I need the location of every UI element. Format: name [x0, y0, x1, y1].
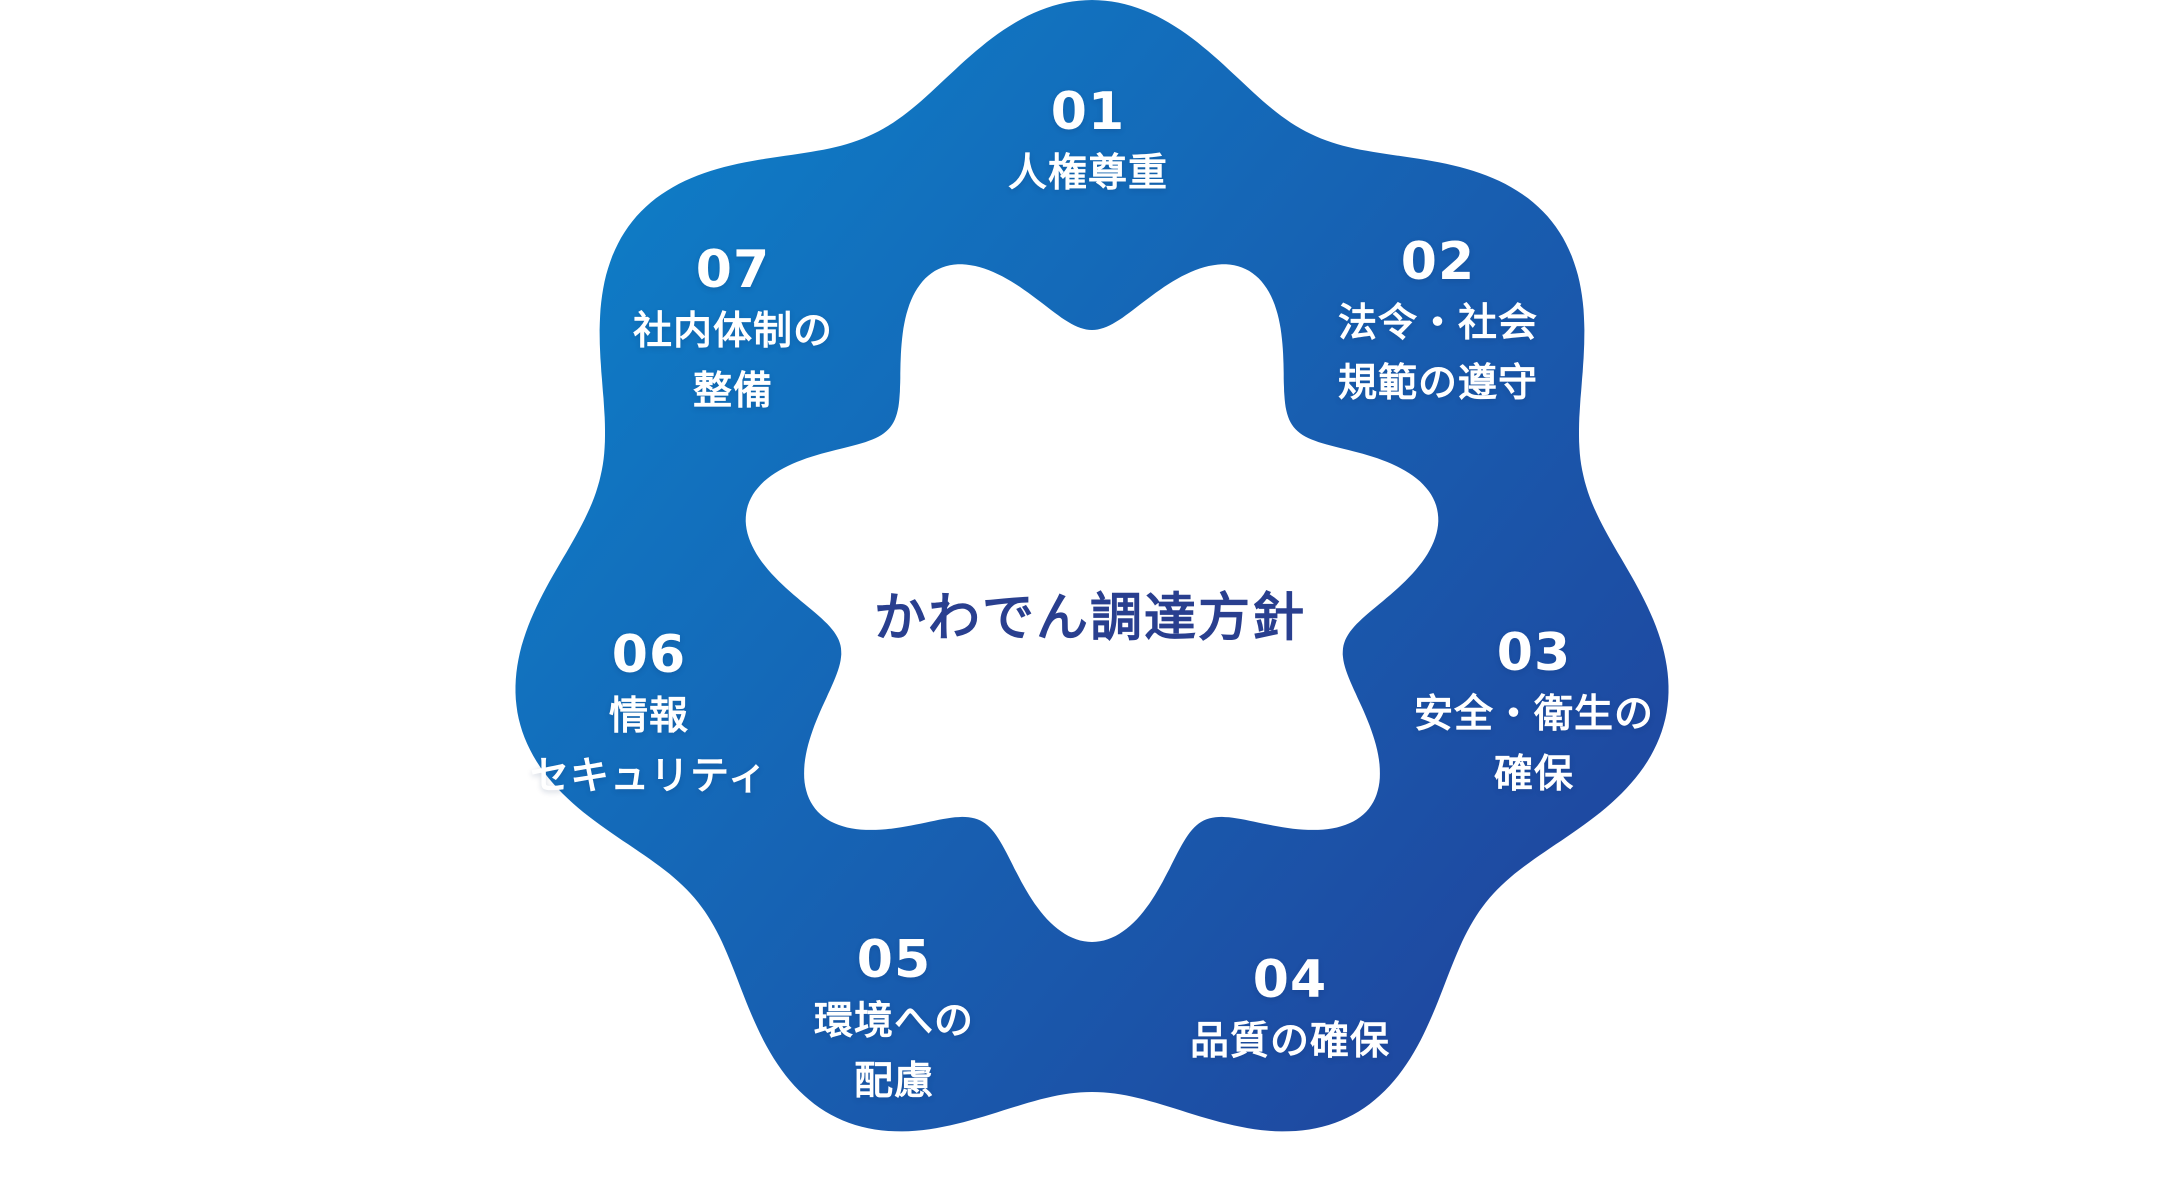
petal-03-label-line2: 確保: [1493, 752, 1575, 797]
petal-07: 07 社内体制の 整備: [633, 238, 833, 422]
petal-06: 06 情報 セキュリティ: [530, 623, 768, 807]
petal-02-label-line1: 法令・社会: [1337, 301, 1539, 346]
petal-07-number: 07: [695, 240, 771, 300]
petal-01-number: 01: [1050, 82, 1126, 142]
petal-03-number: 03: [1496, 623, 1572, 683]
petal-01: 01 人権尊重: [1008, 80, 1168, 204]
petal-04-label: 品質の確保: [1189, 1019, 1391, 1064]
diagram-title: かわでん調達方針: [873, 588, 1307, 649]
petal-02-label-line2: 規範の遵守: [1337, 361, 1539, 406]
petal-05-label-line1: 環境への: [813, 999, 975, 1044]
petal-05-label-line2: 配慮: [853, 1059, 935, 1104]
petal-07-label-line2: 整備: [692, 369, 774, 414]
petal-03-label-line1: 安全・衛生の: [1413, 692, 1655, 737]
flower-ring-shape: [515, 0, 1669, 1132]
petal-01-label: 人権尊重: [1007, 151, 1169, 196]
petal-07-label-line1: 社内体制の: [632, 309, 834, 354]
petal-03: 03 安全・衛生の 確保: [1414, 621, 1654, 805]
petal-05: 05 環境への 配慮: [814, 928, 974, 1112]
petal-04-number: 04: [1252, 950, 1328, 1010]
petal-04: 04 品質の確保: [1190, 948, 1390, 1072]
petal-06-label-line2: セキュリティ: [530, 754, 768, 799]
petal-02: 02 法令・社会 規範の遵守: [1338, 230, 1538, 414]
petal-06-label-line1: 情報: [608, 694, 690, 739]
petal-02-number: 02: [1400, 232, 1476, 292]
petal-06-number: 06: [611, 625, 687, 685]
petal-05-number: 05: [856, 930, 932, 990]
